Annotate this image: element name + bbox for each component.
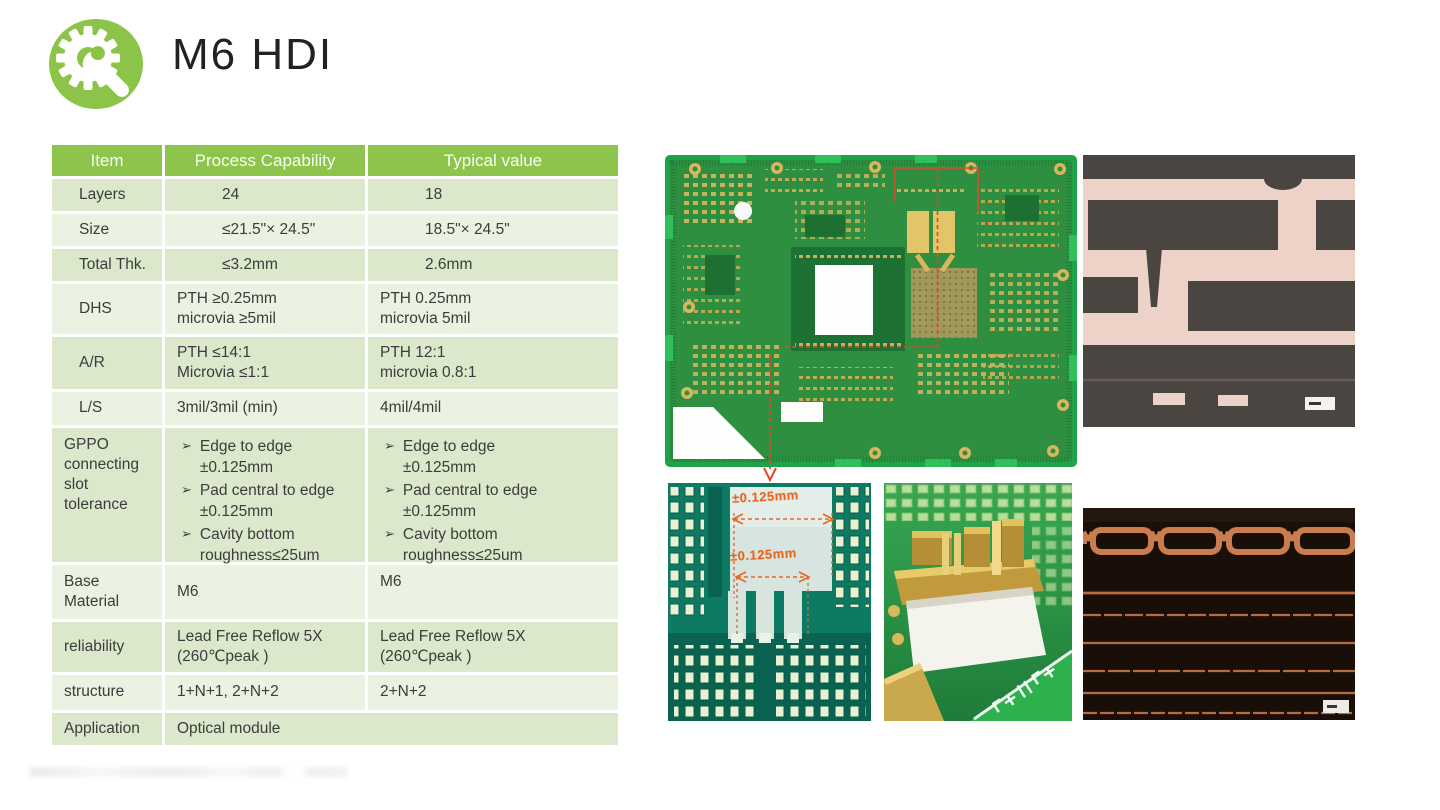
col-header-process-capability: Process Capability [165, 145, 365, 176]
gear-wrench-icon [48, 18, 144, 110]
bullet-arrow-icon: ➢ [181, 525, 192, 541]
bullet-item: ➢ Pad central to edge ±0.125mm [177, 481, 357, 523]
cell-item: Total Thk. [52, 249, 162, 281]
cell-item: Base Material [52, 565, 162, 619]
multilayer-cross-section-photo [1083, 508, 1355, 720]
cell-item: GPPO connecting slot tolerance [52, 428, 162, 562]
bullet-item: ➢ Cavity bottom roughness≤25um [177, 525, 357, 567]
cell-typical: 4mil/4mil [368, 392, 618, 425]
cell-typical: Lead Free Reflow 5X (260℃peak ) [368, 622, 618, 672]
bullet-item: ➢ Cavity bottom roughness≤25um [380, 525, 610, 567]
cell-typical: 18 [368, 179, 618, 211]
col-header-typical-value: Typical value [368, 145, 618, 176]
cell-capability: M6 [165, 565, 365, 619]
main-pcb-photo [665, 155, 1077, 485]
cell-capability: ≤3.2mm [165, 249, 365, 281]
page-title: M6 HDI [172, 30, 334, 79]
cell-capability: ➢ Edge to edge ±0.125mm ➢ Pad central to… [165, 428, 365, 564]
cell-typical: 2+N+2 [368, 675, 618, 710]
cell-item: A/R [52, 337, 162, 389]
bullet-item: ➢ Pad central to edge ±0.125mm [380, 481, 610, 523]
cell-value: Optical module [165, 713, 618, 745]
bullet-item: ➢ Edge to edge ±0.125mm [177, 437, 357, 479]
cell-capability: 24 [165, 179, 365, 211]
watermark [30, 767, 348, 777]
cell-capability: 1+N+1, 2+N+2 [165, 675, 365, 710]
cell-typical: PTH 12:1 microvia 0.8:1 [368, 337, 618, 389]
cell-item: Size [52, 214, 162, 246]
cavity-tolerance-detail-photo: ±0.125mm ±0.125mm [668, 483, 871, 721]
col-header-item: Item [52, 145, 162, 176]
cell-typical: ➢ Edge to edge ±0.125mm ➢ Pad central to… [368, 428, 618, 564]
cell-typical: M6 [368, 565, 618, 619]
cell-capability: 3mil/3mil (min) [165, 392, 365, 425]
cell-item: Application [52, 713, 162, 745]
cell-item: DHS [52, 284, 162, 334]
bullet-arrow-icon: ➢ [384, 438, 395, 453]
cell-item: structure [52, 675, 162, 710]
cell-capability: PTH ≥0.25mm microvia ≥5mil [165, 284, 365, 334]
bullet-arrow-icon: ➢ [181, 438, 192, 453]
cell-typical: PTH 0.25mm microvia 5mil [368, 284, 618, 334]
cell-capability: PTH ≤14:1 Microvia ≤1:1 [165, 337, 365, 389]
cell-typical: 2.6mm [368, 249, 618, 281]
gold-cavity-photo [884, 483, 1072, 721]
cell-capability: Lead Free Reflow 5X (260℃peak ) [165, 622, 365, 672]
microvia-cross-section-photo [1083, 155, 1355, 427]
cell-typical: 18.5"× 24.5" [368, 214, 618, 246]
capability-table: Item Process Capability Typical value La… [52, 145, 618, 745]
cell-item: Layers [52, 179, 162, 211]
cell-item: L/S [52, 392, 162, 425]
bullet-item: ➢ Edge to edge ±0.125mm [380, 437, 610, 479]
cell-capability: ≤21.5"× 24.5" [165, 214, 365, 246]
bullet-arrow-icon: ➢ [384, 481, 395, 497]
cell-item: reliability [52, 622, 162, 672]
bullet-arrow-icon: ➢ [181, 481, 192, 497]
bullet-arrow-icon: ➢ [384, 525, 395, 541]
